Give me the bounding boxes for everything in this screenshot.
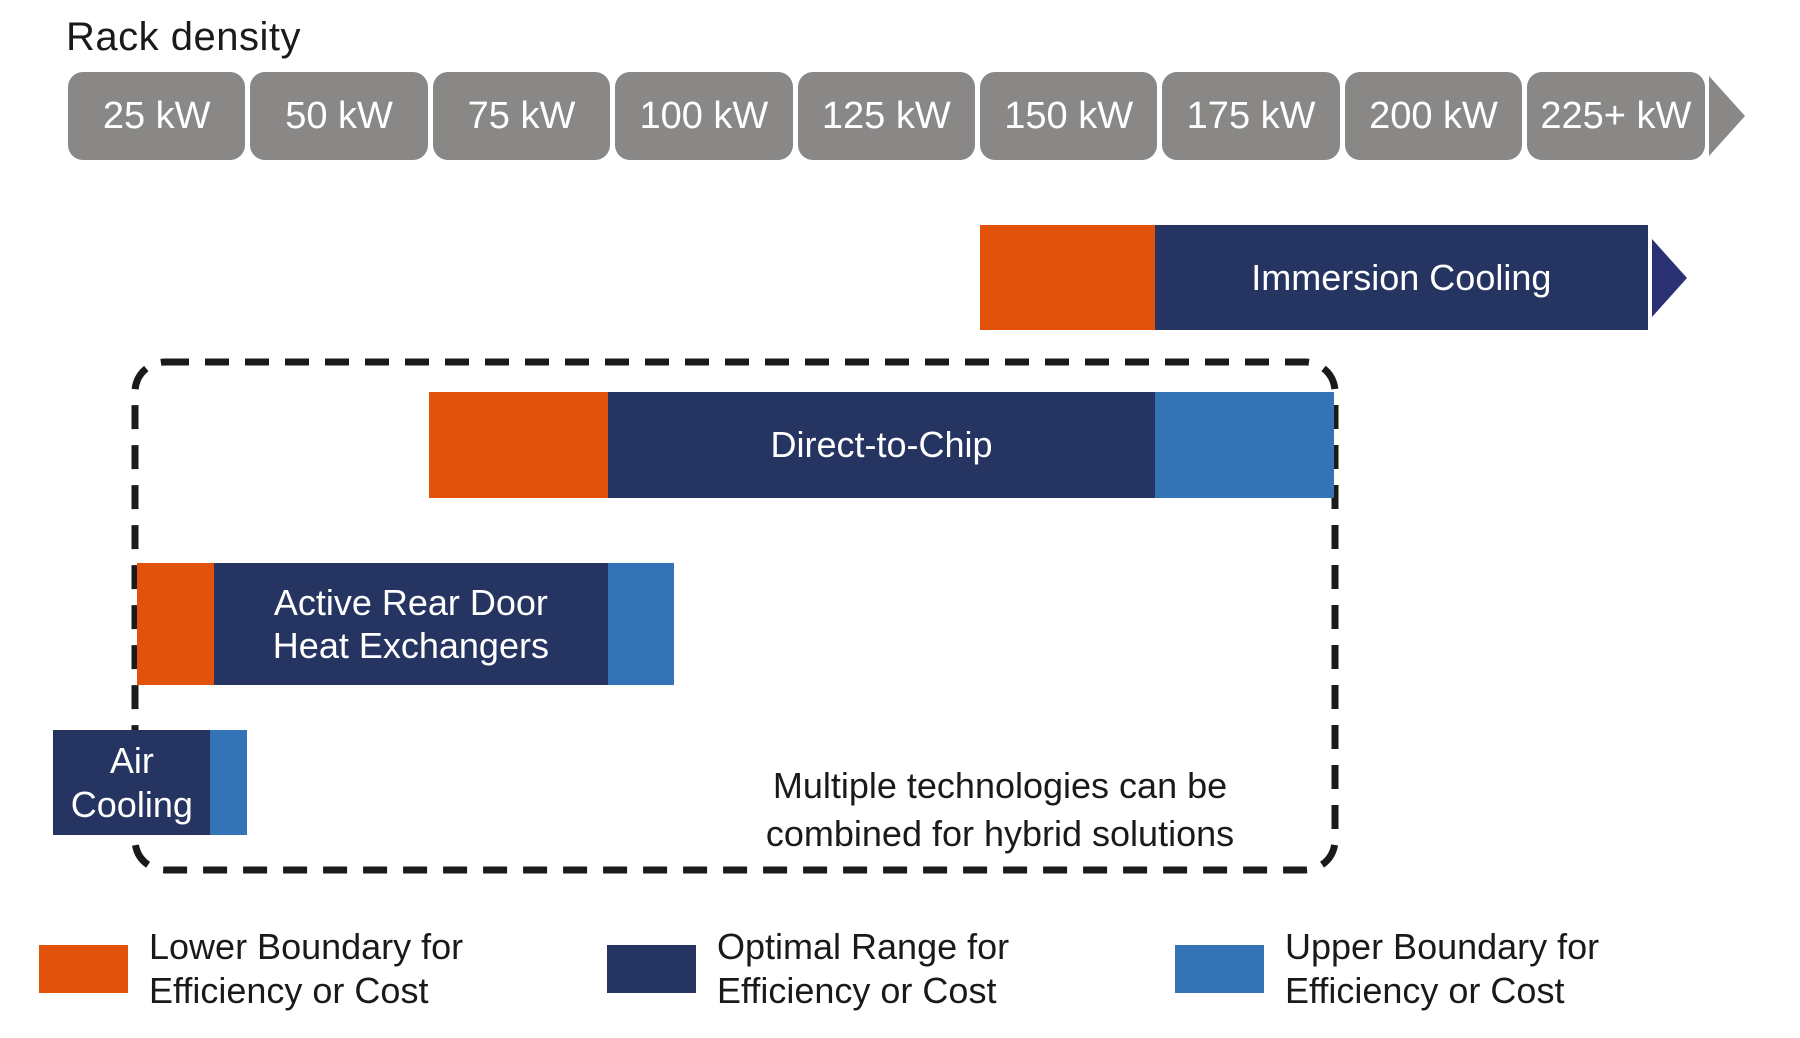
axis-tick-25-kw: 25 kW [68,72,246,160]
bar-label: Air Cooling [70,740,193,825]
legend-swatch-optimal [607,944,696,993]
axis-tick-175-kw: 175 kW [1162,72,1340,160]
direct-to-chip-segment-optimal: Direct-to-Chip [607,392,1156,498]
air-cooling-segment-optimal: Air Cooling [53,730,211,835]
bar-immersion-cooling: Immersion Cooling [980,225,1687,330]
axis-right-arrow-icon [1708,76,1745,156]
legend-swatch-lower [39,944,128,993]
bar-active-rear-door-heat-exchangers: Active Rear Door Heat Exchangers [137,563,674,685]
axis-tick-50-kw: 50 kW [250,72,428,160]
air-cooling-segment-upper [210,730,247,835]
axis-tick-125-kw: 125 kW [797,72,975,160]
legend-label: Optimal Range for Efficiency or Cost [717,926,1010,1011]
legend-item-lower: Lower Boundary for Efficiency or Cost [39,925,463,1013]
legend-item-upper: Upper Boundary for Efficiency or Cost [1175,925,1599,1013]
bar-label: Immersion Cooling [1251,256,1552,298]
immersion-cooling-segment-lower [980,225,1156,330]
axis-tick-150-kw: 150 kW [980,72,1158,160]
axis-title: Rack density [66,15,301,59]
axis-tick-225-kw: 225+ kW [1527,72,1705,160]
axis-tick-200-kw: 200 kW [1344,72,1523,160]
direct-to-chip-segment-upper [1155,392,1334,498]
legend-label: Lower Boundary for Efficiency or Cost [149,926,464,1011]
active-rear-door-heat-exchangers-segment-lower [137,563,214,685]
legend-item-optimal: Optimal Range for Efficiency or Cost [607,925,1009,1013]
bar-label: Active Rear Door Heat Exchangers [272,581,549,666]
hybrid-note: Multiple technologies can be combined fo… [765,765,1235,854]
bar-direct-to-chip: Direct-to-Chip [429,392,1334,498]
immersion-cooling-segment-optimal: Immersion Cooling [1155,225,1648,330]
bar-right-arrow-icon [1651,238,1687,317]
direct-to-chip-segment-lower [429,392,608,498]
active-rear-door-heat-exchangers-segment-optimal: Active Rear Door Heat Exchangers [213,563,608,685]
bar-label: Direct-to-Chip [770,424,993,466]
legend-swatch-upper [1175,944,1264,993]
legend-label: Upper Boundary for Efficiency or Cost [1285,926,1600,1011]
axis-tick-100-kw: 100 kW [615,72,793,160]
bar-air-cooling: Air Cooling [53,730,247,835]
axis-tick-75-kw: 75 kW [432,72,611,160]
active-rear-door-heat-exchangers-segment-upper [607,563,674,685]
